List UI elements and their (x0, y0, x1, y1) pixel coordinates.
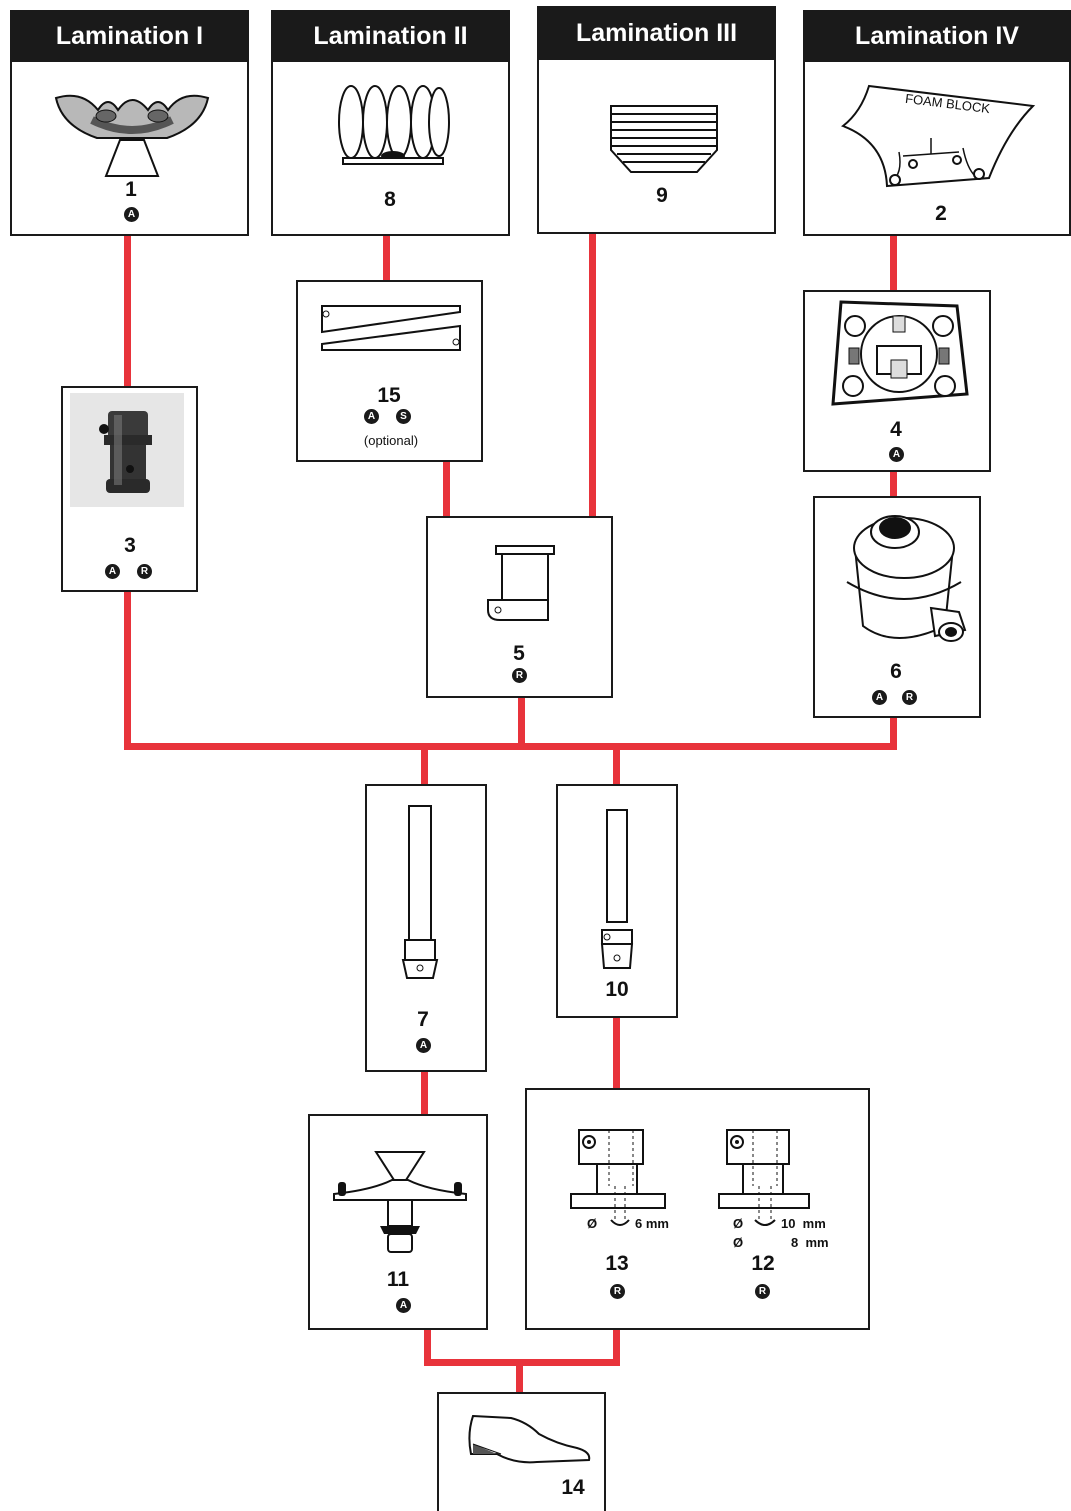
adapter-plate-icon (831, 300, 969, 406)
wide-socket-icon (54, 94, 210, 177)
part-5-box: 5 R (426, 516, 613, 698)
part-12-dim-a: 10 mm (781, 1216, 826, 1231)
connector-tube-icon (99, 411, 152, 493)
part-13-mark-r: R (610, 1284, 625, 1299)
part-4-box: 4 A (803, 290, 991, 472)
header-lamination-4: Lamination IV (803, 10, 1071, 62)
connector-3-bus (124, 590, 131, 750)
part-12-dia-symbol-a: Ø (733, 1216, 744, 1231)
part-3-box: 3 A R (61, 386, 198, 592)
part-7-number: 7 (417, 1008, 429, 1031)
part-14-box: 14 (437, 1392, 606, 1511)
part-4-number: 4 (890, 418, 902, 441)
part-12-number: 12 (751, 1252, 775, 1275)
connector-bus-14 (516, 1362, 523, 1394)
part-12-dia-symbol-b: Ø (733, 1235, 744, 1250)
foot-adapter-icon (333, 1151, 467, 1253)
part-5-number: 5 (513, 642, 525, 665)
part-15-box: 15 A S (optional) (296, 280, 483, 462)
part-7-box: 7 A (365, 784, 487, 1072)
header-lamination-2: Lamination II (271, 10, 510, 62)
part-8-box: 8 (271, 60, 510, 236)
lamination-ring-icon (846, 515, 967, 642)
part-2-box: FOAM BLOCK 2 (803, 60, 1071, 236)
connector-4-6 (890, 470, 897, 498)
connector-9-5 (589, 232, 596, 520)
pylon-tube-long-icon (401, 805, 439, 979)
part-9-number: 9 (656, 184, 668, 207)
part-13-dim: 6 mm (635, 1216, 669, 1231)
part-3-mark-r: R (137, 564, 152, 579)
part-1-number: 1 (125, 178, 137, 201)
clamp-adapter-icon (487, 545, 555, 621)
connector-bus-10 (613, 746, 620, 786)
part-15-note: (optional) (363, 433, 419, 448)
petal-cups-icon (338, 85, 450, 165)
part-6-mark-a: A (872, 690, 887, 705)
connector-bus-7 (421, 746, 428, 786)
part-13-number: 13 (605, 1252, 629, 1275)
part-3-number: 3 (124, 534, 136, 557)
connector-13-bottom (613, 1328, 620, 1366)
header-lamination-3: Lamination III (537, 6, 776, 60)
part-13-dia-symbol: Ø (587, 1216, 598, 1231)
part-1-mark-a: A (124, 207, 139, 222)
adapter-6mm-icon (570, 1129, 666, 1226)
connector-bus (124, 743, 897, 750)
connector-5-bus (518, 696, 525, 750)
header-lamination-1: Lamination I (10, 10, 249, 62)
part-15-number: 15 (377, 384, 401, 407)
part-10-number: 10 (605, 978, 629, 1001)
part-3-mark-a: A (105, 564, 120, 579)
connector-2-4 (890, 234, 897, 292)
part-6-number: 6 (890, 660, 902, 683)
part-5-mark-r: R (512, 668, 527, 683)
part-12-dim-b: 8 mm (791, 1235, 829, 1250)
part-1-box: 1 A (10, 60, 249, 236)
connector-10-13 (613, 1016, 620, 1090)
connector-1-3 (124, 234, 131, 388)
part-15-mark-a: A (364, 409, 379, 424)
part-11-mark-a: A (396, 1298, 411, 1313)
stacked-plates-icon (610, 105, 718, 173)
adapter-10-8mm-icon (718, 1129, 810, 1226)
part-15-mark-s: S (396, 409, 411, 424)
part-3-photo (70, 393, 184, 507)
straps-icon (321, 305, 461, 351)
part-9-box: 9 (537, 58, 776, 234)
connector-15-5 (443, 460, 450, 518)
part-4-mark-a: A (889, 447, 904, 462)
part-12-mark-r: R (755, 1284, 770, 1299)
part-14-number: 14 (561, 1476, 585, 1499)
part-11-box: 11 A (308, 1114, 488, 1330)
parts-13-12-box: Ø 6 mm 13 R Ø 10 mm Ø 8 mm 12 R (525, 1088, 870, 1330)
connector-6-bus (890, 716, 897, 750)
foot-shell-icon (468, 1414, 591, 1464)
part-7-mark-a: A (416, 1038, 431, 1053)
part-6-box: 6 A R (813, 496, 981, 718)
connector-11-bottom (424, 1328, 431, 1366)
foam-block-icon (840, 84, 1036, 188)
part-2-number: 2 (935, 202, 947, 225)
part-10-box: 10 (556, 784, 678, 1018)
part-6-mark-r: R (902, 690, 917, 705)
pylon-tube-short-icon (600, 809, 634, 969)
connector-7-11 (421, 1070, 428, 1116)
part-11-number: 11 (386, 1268, 410, 1291)
part-8-number: 8 (384, 188, 396, 211)
connector-8-15 (383, 234, 390, 282)
